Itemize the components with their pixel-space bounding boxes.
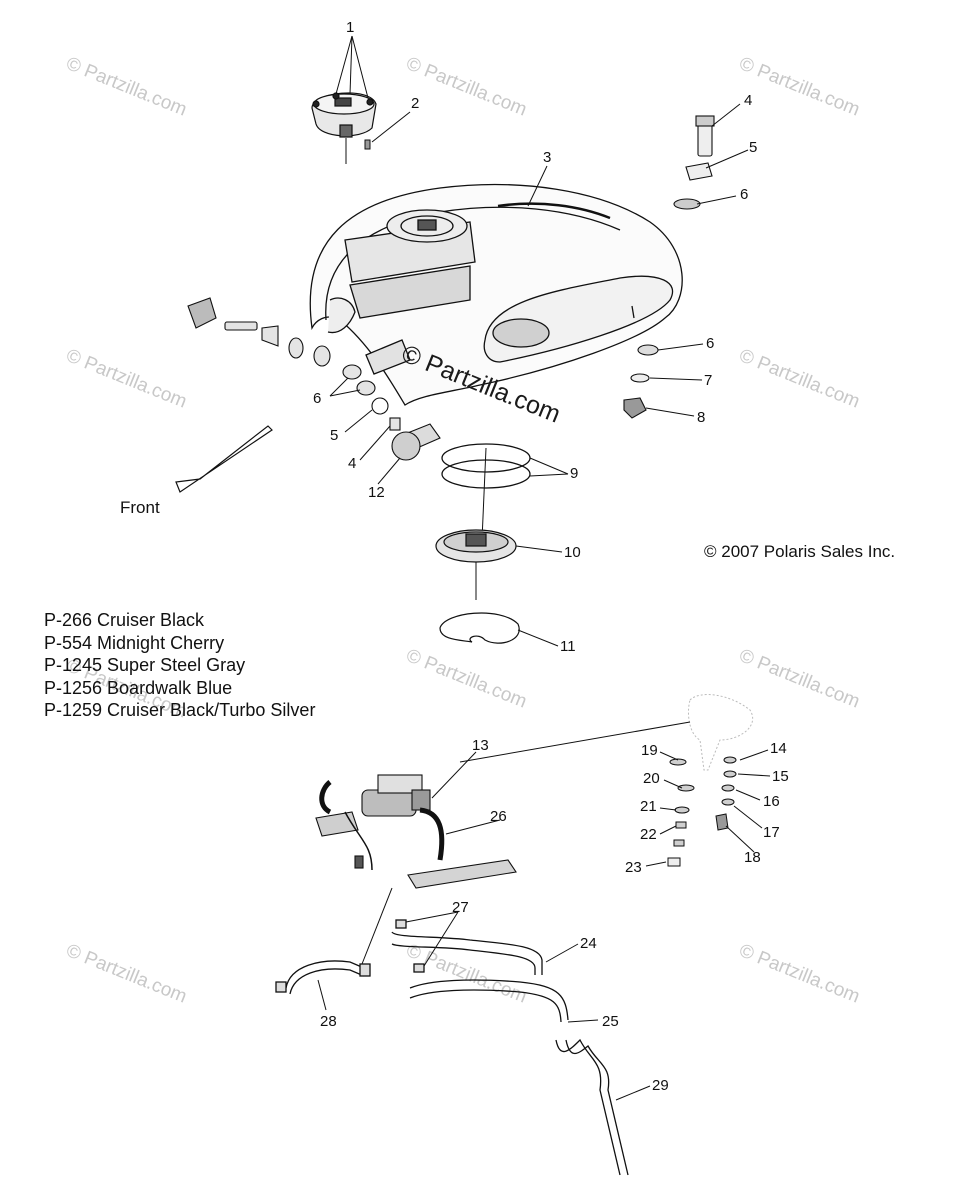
watermark: © Partzilla.com: [403, 940, 530, 1007]
callout-5: 5: [330, 427, 338, 444]
watermark: © Partzilla.com: [736, 345, 863, 412]
callout-8: 8: [697, 409, 705, 426]
color-code-list: P-266 Cruiser Black P-554 Midnight Cherr…: [44, 609, 315, 722]
watermark: © Partzilla.com: [736, 645, 863, 712]
fuel-pump-flange: [435, 529, 517, 600]
gaskets: [441, 443, 531, 541]
callout-10: 10: [564, 544, 581, 561]
callout-15: 15: [772, 768, 789, 785]
callout-14: 14: [770, 740, 787, 757]
color-code: P-1256 Boardwalk Blue: [44, 677, 233, 698]
callout-11: 11: [560, 638, 576, 655]
sender-unit: [391, 423, 441, 461]
front-arrow: [175, 425, 273, 493]
callout-13: 13: [472, 737, 489, 754]
callout-25: 25: [602, 1013, 619, 1030]
callout-17: 17: [763, 824, 780, 841]
callout-27: 27: [452, 899, 469, 916]
color-code: P-1245 Super Steel Gray: [44, 655, 246, 675]
watermark: © Partzilla.com: [736, 53, 863, 120]
fuel-cap: [311, 92, 377, 164]
watermark: © Partzilla.com: [403, 645, 530, 712]
screw: [364, 139, 371, 150]
retaining-ring: [439, 612, 520, 644]
front-label: Front: [120, 498, 160, 517]
watermark: © Partzilla.com: [63, 53, 190, 120]
hoses: [275, 887, 629, 1176]
callout-9: 9: [570, 465, 578, 482]
color-code: P-554 Midnight Cherry: [44, 632, 225, 653]
color-code: P-1259 Cruiser Black/Turbo Silver: [44, 700, 316, 720]
callout-19: 19: [641, 742, 658, 759]
callout-7: 7: [704, 372, 712, 389]
callout-6: 6: [740, 186, 748, 203]
callout-1: 1: [346, 19, 354, 36]
mount-hardware: [623, 344, 659, 419]
leader-lines: [317, 35, 771, 1101]
copyright-notice: © 2007 Polaris Sales Inc.: [704, 542, 896, 561]
callout-4: 4: [744, 92, 752, 109]
fuel-tank: [309, 183, 683, 406]
callout-28: 28: [320, 1013, 337, 1030]
callout-12: 12: [368, 484, 385, 501]
callout-16: 16: [763, 793, 780, 810]
callout-24: 24: [580, 935, 597, 952]
color-code: P-266 Cruiser Black: [44, 610, 205, 630]
callout-20: 20: [643, 770, 660, 787]
watermark: © Partzilla.com: [403, 53, 530, 120]
callout-3: 3: [543, 149, 551, 166]
watermark: © Partzilla.com: [736, 940, 863, 1007]
callout-6: 6: [313, 390, 321, 407]
callout-6: 6: [706, 335, 714, 352]
small-fittings: [667, 694, 753, 867]
callout-23: 23: [625, 859, 642, 876]
callout-5: 5: [749, 139, 757, 156]
callout-29: 29: [652, 1077, 669, 1094]
front-mount: [187, 297, 401, 431]
watermark: © Partzilla.com: [63, 940, 190, 1007]
callout-22: 22: [640, 826, 657, 843]
callout-2: 2: [411, 95, 419, 112]
watermark: © Partzilla.com: [63, 345, 190, 412]
callout-4: 4: [348, 455, 356, 472]
callout-18: 18: [744, 849, 761, 866]
callouts: 1 2 3 4 5 6 6 7 8 6 5 4 12 9 10 11 13 14…: [313, 19, 789, 1094]
bolt-assembly: [673, 115, 715, 210]
callout-26: 26: [490, 808, 507, 825]
fuel-pump-assembly: [315, 774, 517, 889]
callout-21: 21: [640, 798, 657, 815]
